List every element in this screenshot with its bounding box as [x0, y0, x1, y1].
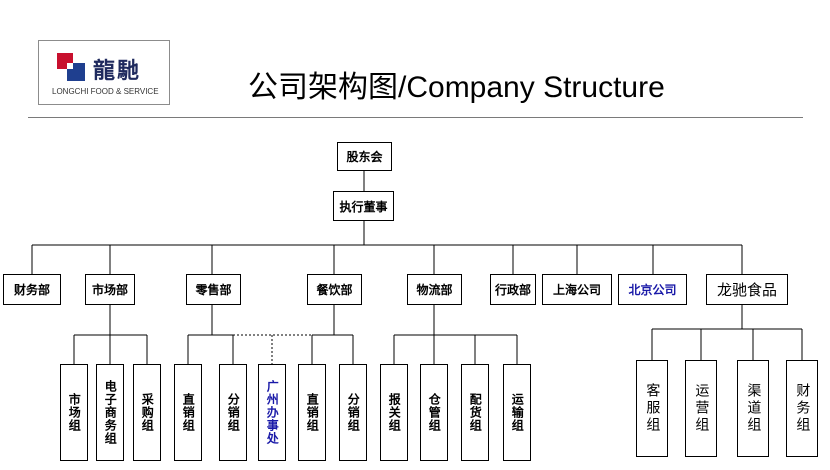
warehouse-team-box: 仓管组	[420, 364, 448, 461]
catering-dept-box: 餐饮部	[307, 274, 362, 305]
shanghai-company-box: 上海公司	[542, 274, 612, 305]
delivery-team-box: 配货组	[461, 364, 489, 461]
transport-team-box: 运输组	[503, 364, 531, 461]
retail-dept-box: 零售部	[186, 274, 241, 305]
customer-service-team-box: 客服组	[636, 360, 668, 457]
title-cn: 公司架构图	[248, 70, 398, 105]
catering-distribution-team-box: 分销组	[339, 364, 367, 461]
purchase-team-box: 采购组	[133, 364, 161, 461]
page-title: 公司架构图/Company Structure	[248, 62, 665, 106]
company-logo: 龍馳 LONGCHI FOOD & SERVICE	[38, 40, 170, 105]
title-separator: /	[398, 71, 407, 104]
shareholders-box: 股东会	[337, 142, 392, 171]
header-divider	[28, 117, 803, 118]
beijing-company-box: 北京公司	[618, 274, 687, 305]
ecommerce-team-box: 电子商务组	[96, 364, 124, 461]
title-en: Company Structure	[406, 71, 665, 104]
logistics-dept-box: 物流部	[407, 274, 462, 305]
marketing-dept-box: 市场部	[85, 274, 135, 305]
logo-name-cn: 龍馳	[93, 59, 142, 84]
channel-team-box: 渠道组	[737, 360, 769, 457]
longchi-food-box: 龙驰食品	[706, 274, 788, 305]
food-finance-team-box: 财务组	[786, 360, 818, 457]
logo-name-en: LONGCHI FOOD & SERVICE	[52, 87, 159, 96]
logo-mark-icon	[57, 53, 85, 81]
guangzhou-office-box: 广州办事处	[258, 364, 286, 461]
catering-direct-team-box: 直销组	[298, 364, 326, 461]
market-team-box: 市场组	[60, 364, 88, 461]
board-box: 执行董事	[333, 191, 394, 221]
finance-dept-box: 财务部	[3, 274, 61, 305]
retail-distribution-team-box: 分销组	[219, 364, 247, 461]
retail-direct-team-box: 直销组	[174, 364, 202, 461]
operations-team-box: 运营组	[685, 360, 717, 457]
admin-dept-box: 行政部	[490, 274, 536, 305]
customs-team-box: 报关组	[380, 364, 408, 461]
